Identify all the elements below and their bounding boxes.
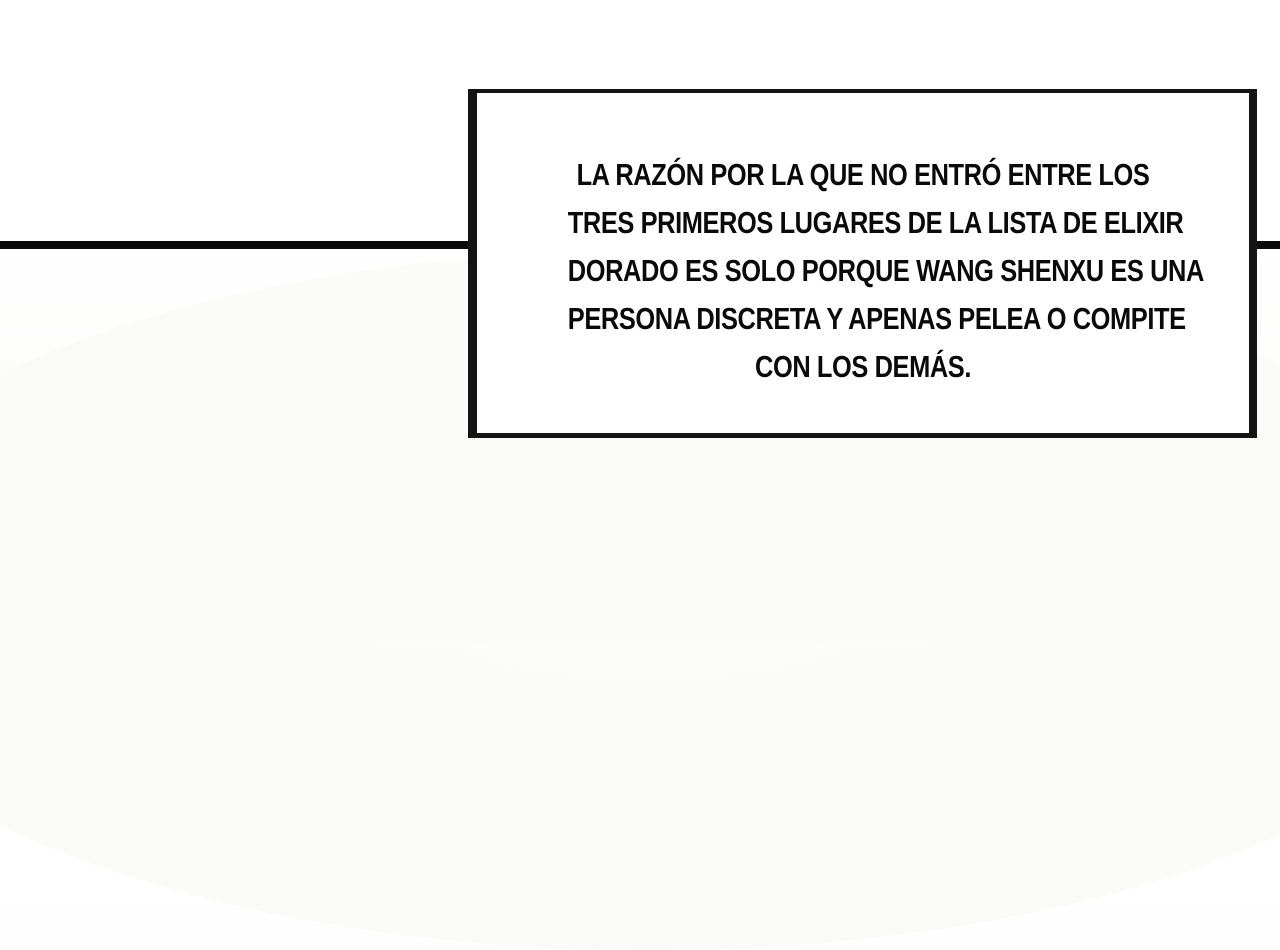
- caption-line-5: CON LOS DEMÁS.: [755, 349, 971, 384]
- caption-line-2: TRES PRIMEROS LUGARES DE LA LISTA DE ELI…: [567, 205, 1184, 240]
- caption-box: LA RAZÓN POR LA QUE NO ENTRÓ ENTRE LOS T…: [468, 89, 1257, 438]
- caption-line-1: LA RAZÓN POR LA QUE NO ENTRÓ ENTRE LOS: [576, 157, 1150, 192]
- divider-line-right: [1252, 241, 1280, 249]
- divider-line-left: [0, 241, 474, 249]
- caption-text: LA RAZÓN POR LA QUE NO ENTRÓ ENTRE LOS T…: [567, 151, 1205, 391]
- caption-line-4: PERSONA DISCRETA Y APENAS PELEA O COMPIT…: [567, 301, 1186, 336]
- caption-line-3: DORADO ES SOLO PORQUE WANG SHENXU ES UNA: [567, 253, 1205, 288]
